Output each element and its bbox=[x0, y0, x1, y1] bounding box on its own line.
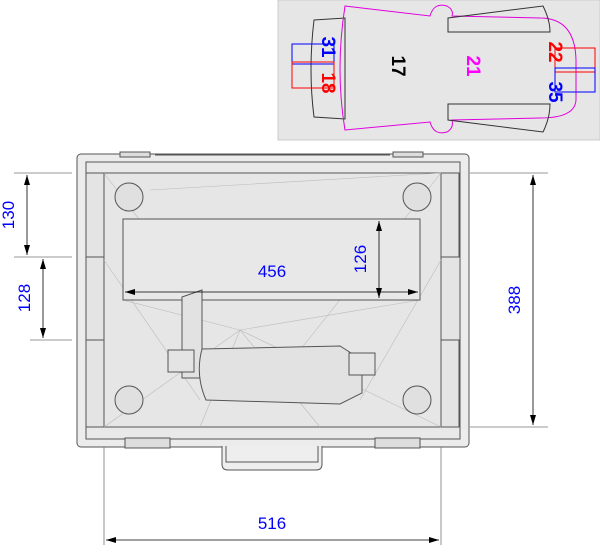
dim-label-126: 126 bbox=[351, 245, 370, 273]
case-top-view bbox=[76, 151, 470, 471]
inset-label-35: 35 bbox=[544, 81, 565, 103]
latch-left bbox=[124, 437, 171, 449]
corner-foot bbox=[114, 385, 144, 415]
dim-label-130: 130 bbox=[0, 201, 18, 229]
foam-cutout bbox=[198, 345, 363, 405]
dim-label-128: 128 bbox=[15, 284, 34, 312]
inset-part-17-outline bbox=[310, 17, 346, 120]
corner-foot bbox=[114, 182, 144, 212]
latch-right bbox=[374, 437, 421, 449]
case-handle bbox=[221, 446, 323, 471]
inset-part-21-outline bbox=[339, 4, 577, 134]
inset-label-18: 18 bbox=[317, 72, 338, 93]
tray-compartment bbox=[122, 218, 421, 301]
inset-layout-view: 31 18 17 21 22 35 bbox=[277, 0, 600, 141]
inset-label-22: 22 bbox=[544, 41, 565, 62]
dim-label-456: 456 bbox=[258, 262, 286, 281]
inset-label-21: 21 bbox=[462, 55, 483, 77]
inset-label-17: 17 bbox=[387, 55, 408, 76]
inset-label-31: 31 bbox=[317, 36, 338, 58]
corner-foot bbox=[402, 182, 432, 212]
corner-foot bbox=[402, 385, 432, 415]
dim-label-516: 516 bbox=[258, 514, 286, 533]
dim-label-388: 388 bbox=[505, 286, 524, 314]
